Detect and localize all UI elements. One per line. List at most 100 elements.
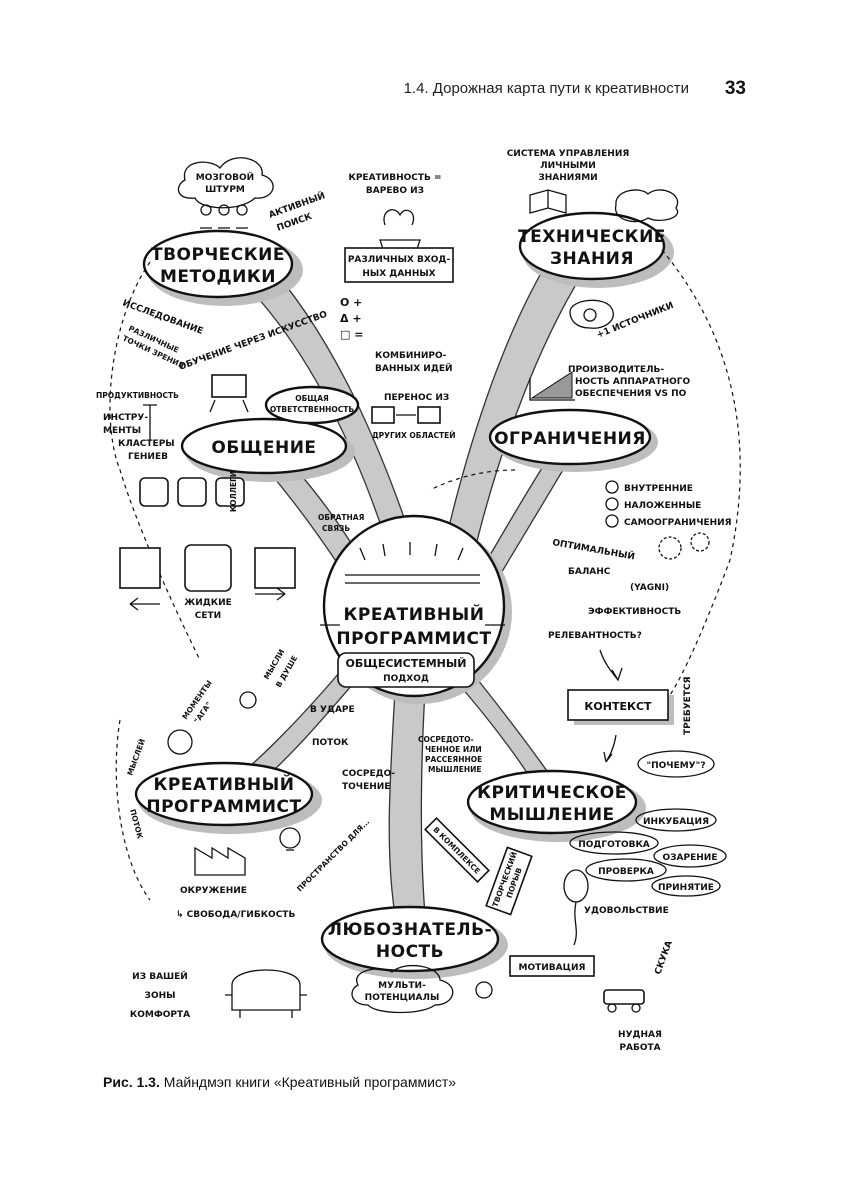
- brainstorm-cloud: МОЗГОВОЙ ШТУРМ: [177, 157, 274, 209]
- label-env: ОКРУЖЕНИЕ: [180, 886, 247, 896]
- label-thoughts1: ПОТОК: [128, 808, 145, 840]
- label-flow: ПОТОК: [312, 738, 349, 748]
- label-freedom: ↳ СВОБОДА/ГИБКОСТЬ: [176, 910, 295, 920]
- label-acceptance: ПРИНЯТИЕ: [658, 883, 714, 893]
- label-focus3: СОСРЕДОТО-: [418, 735, 474, 744]
- arrow-to-context: [599, 649, 623, 682]
- figure-caption: Рис. 1.3. Майндмэп книги «Креативный про…: [103, 1074, 456, 1090]
- label-hw1: ПРОИЗВОДИТЕЛЬ-: [568, 365, 664, 375]
- node-critical-thinking: КРИТИЧЕСКОЕ МЫШЛЕНИЕ: [466, 769, 638, 835]
- label-colleagues: КОЛЛЕГИ: [229, 471, 238, 512]
- label-zone1: В УДАРЕ: [310, 705, 355, 715]
- gears-icon: [658, 532, 710, 560]
- label-hw2: НОСТЬ АППАРАТНОГО: [575, 377, 691, 387]
- label-focus1: СОСРЕДО-: [342, 769, 395, 779]
- node-creative-programmer: КРЕАТИВНЫЙ ПРОГРАММИСТ: [134, 761, 314, 827]
- node-critical-line1: КРИТИЧЕСКОЕ: [477, 783, 627, 803]
- node-creative-methods: ТВОРЧЕСКИЕ МЕТОДИКИ: [142, 229, 294, 299]
- node-programmer-line2: ПРОГРАММИСТ: [146, 797, 301, 817]
- book-icon: [529, 189, 567, 214]
- label-multi2: ПОТЕНЦИАЛЫ: [365, 993, 440, 1003]
- label-symbols3: □ =: [340, 328, 363, 341]
- label-shared1: ОБЩАЯ: [295, 394, 329, 403]
- label-sources: +1 ИСТОЧНИКИ: [595, 301, 675, 341]
- label-preparation: ПОДГОТОВКА: [578, 840, 650, 850]
- insight-bubble: ОЗАРЕНИЕ: [653, 844, 727, 868]
- label-clusters1: КЛАСТЕРЫ: [118, 439, 175, 449]
- label-efficiency: ЭФФЕКТИВНОСТЬ: [588, 607, 681, 617]
- lightbulb-icon: [279, 827, 301, 851]
- node-constraints-label: ОГРАНИЧЕНИЯ: [494, 429, 646, 449]
- preparation-bubble: ПОДГОТОВКА: [569, 831, 659, 855]
- label-feedback1: ОБРАТНАЯ: [318, 513, 365, 522]
- label-liquid2: СЕТИ: [195, 611, 221, 621]
- label-balance: БАЛАНС: [568, 567, 611, 577]
- node-programmer-line1: КРЕАТИВНЫЙ: [154, 773, 295, 795]
- node-communication: ОБЩЕНИЕ: [180, 417, 348, 475]
- arrow-context-down: [603, 734, 617, 763]
- center-sub2: ПОДХОД: [383, 674, 429, 684]
- incubation-bubble: ИНКУБАЦИЯ: [635, 808, 717, 832]
- label-thoughts2: МЫСЛЕЙ: [125, 738, 147, 777]
- network-boxes-icon: [119, 544, 296, 611]
- chart-icon: [529, 371, 575, 401]
- label-pkm1: СИСТЕМА УПРАВЛЕНИЯ: [507, 149, 630, 159]
- motivation-box: МОТИВАЦИЯ: [509, 955, 595, 977]
- label-tools1: ИНСТРУ-: [103, 413, 148, 423]
- node-knowledge-line2: ЗНАНИЯ: [550, 249, 634, 269]
- dashed-connector-left: [109, 261, 201, 661]
- node-critical-line2: МЫШЛЕНИЕ: [489, 805, 614, 825]
- shared-responsibility-bubble: ОБЩАЯ ОТВЕТСТВЕННОСТЬ: [264, 385, 360, 425]
- center-line2: ПРОГРАММИСТ: [336, 629, 491, 649]
- tools-icon: [143, 404, 157, 440]
- page-number: 33: [724, 78, 746, 99]
- label-symbols2: Δ +: [340, 312, 362, 325]
- label-combined2: ВАННЫХ ИДЕЙ: [375, 362, 453, 374]
- label-insight: ОЗАРЕНИЕ: [663, 853, 718, 863]
- smiley-icon: [475, 981, 493, 999]
- dashed-connector-mid: [429, 469, 516, 491]
- multi-bubble: МУЛЬТИ- ПОТЕНЦИАЛЫ: [351, 964, 454, 1014]
- easel-icon: [209, 374, 249, 413]
- label-brainstorm1: МОЗГОВОЙ: [196, 171, 254, 183]
- inputs-box: РАЗЛИЧНЫХ ВХОД- НЫХ ДАННЫХ: [344, 247, 454, 283]
- label-optimal: ОПТИМАЛЬНЫЙ: [551, 536, 635, 562]
- node-tech-knowledge: ТЕХНИЧЕСКИЕ ЗНАНИЯ: [518, 211, 665, 281]
- label-multi1: МУЛЬТИ-: [378, 981, 426, 991]
- dashed-connector-flow: [115, 719, 151, 901]
- node-communication-label: ОБЩЕНИЕ: [211, 438, 316, 458]
- label-relevance: РЕЛЕВАНТНОСТЬ?: [548, 631, 642, 641]
- label-focus4: ЧЕННОЕ ИЛИ: [425, 745, 482, 754]
- label-verification: ПРОВЕРКА: [598, 867, 654, 877]
- balloon-icon: [563, 869, 589, 946]
- label-yagni: (YAGNI): [630, 583, 669, 593]
- node-methods-line2: МЕТОДИКИ: [160, 267, 276, 287]
- verification-bubble: ПРОВЕРКА: [585, 858, 667, 882]
- node-constraints: ОГРАНИЧЕНИЯ: [488, 408, 652, 466]
- running-title: 1.4. Дорожная карта пути к креативности: [403, 80, 689, 97]
- armchair-icon: [225, 969, 307, 1018]
- node-methods-line1: ТВОРЧЕСКИЕ: [151, 245, 285, 265]
- label-brainstorm2: ШТУРМ: [205, 185, 245, 195]
- worker-icon: [603, 989, 645, 1013]
- label-clusters2: ГЕНИЕВ: [128, 452, 168, 462]
- label-hw3: ОБЕСПЕЧЕНИЯ VS ПО: [575, 389, 687, 399]
- label-shared2: ОТВЕТСТВЕННОСТЬ: [270, 405, 354, 414]
- label-creativity2: ВАРЕВО ИЗ: [366, 186, 424, 196]
- center-node: КРЕАТИВНЫЙ ПРОГРАММИСТ ОБЩЕСИСТЕМНЫЙ ПОД…: [320, 514, 512, 704]
- brainstorm-people-icon: [200, 204, 248, 229]
- label-productivity: ПРОДУКТИВНОСТЬ: [96, 391, 179, 400]
- gear-faces-icon: [569, 299, 614, 329]
- label-internal: ВНУТРЕННИЕ: [624, 484, 693, 494]
- caption-label: Рис. 1.3.: [103, 1074, 160, 1090]
- label-incubation: ИНКУБАЦИЯ: [643, 817, 709, 827]
- label-self: САМООГРАНИЧЕНИЯ: [624, 518, 732, 528]
- shower-icon: [239, 691, 257, 709]
- label-space: ПРОСТРАНСТВО ДЛЯ...: [295, 817, 371, 893]
- label-imposed: НАЛОЖЕННЫЕ: [624, 501, 701, 511]
- center-sub1: ОБЩЕСИСТЕМНЫЙ: [346, 657, 467, 670]
- label-pkm2: ЛИЧНЫМИ: [540, 161, 596, 171]
- why-bubble: "ПОЧЕМУ"?: [637, 750, 715, 778]
- center-line1: КРЕАТИВНЫЙ: [344, 603, 485, 625]
